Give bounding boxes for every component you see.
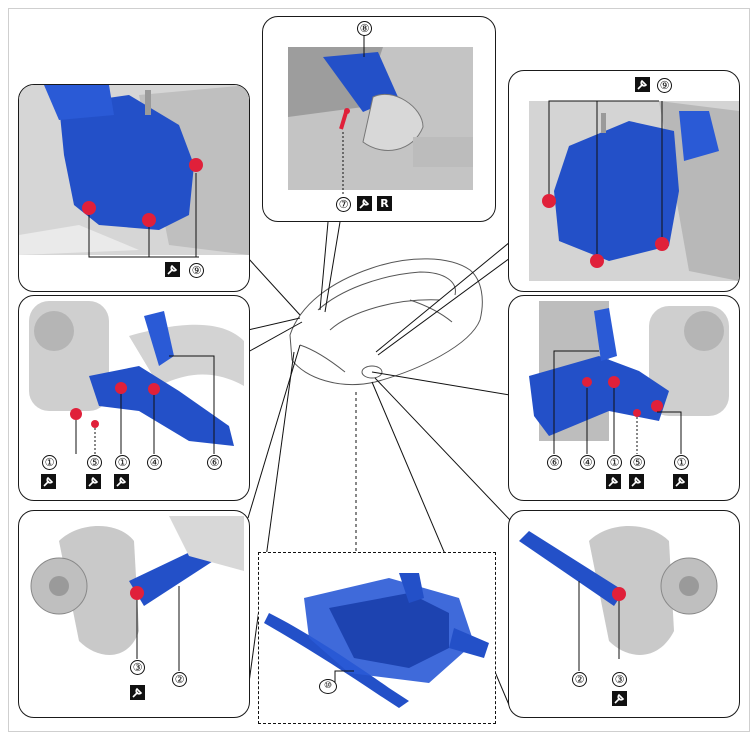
subframe-illustration <box>264 573 489 708</box>
callout-2: ② <box>572 672 587 687</box>
callout-10: ⑩ <box>319 679 337 694</box>
wrench-icon <box>114 474 129 489</box>
wrench-icon <box>130 685 145 700</box>
wrench-icon <box>673 474 688 489</box>
steering-gear-illustration <box>288 47 473 190</box>
knuckle-left-illustration <box>30 516 244 655</box>
wrench-icon <box>357 196 372 211</box>
wrench-icon <box>165 262 180 277</box>
panel-subframe: ⑩ <box>258 552 496 724</box>
callout-3: ③ <box>612 672 627 687</box>
wrench-icon <box>86 474 101 489</box>
callout-1: ① <box>674 455 689 470</box>
callout-9: ⑨ <box>189 263 204 278</box>
wrench-icon <box>612 691 627 706</box>
car-outline <box>289 258 483 386</box>
callout-4: ④ <box>147 455 162 470</box>
wrench-icon <box>41 474 56 489</box>
outer-frame <box>8 8 750 732</box>
engine-mount-left-illustration <box>19 85 249 255</box>
wrench-icon <box>606 474 621 489</box>
callout-2: ② <box>172 672 187 687</box>
wrench-icon <box>635 77 650 92</box>
panel-steering-gear: ⑧ ⑦ R <box>262 16 496 222</box>
knuckle-right-illustration <box>519 526 718 655</box>
panel-engine-mount-right: ⑨ <box>508 70 740 292</box>
callout-5: ⑤ <box>87 455 102 470</box>
callout-6: ⑥ <box>207 455 222 470</box>
callout-6: ⑥ <box>547 455 562 470</box>
panel-lower-arm-right: ⑥ ④ ① ⑤ ① <box>508 295 740 501</box>
callout-3: ③ <box>130 660 145 675</box>
lower-arm-right-illustration <box>529 301 729 441</box>
callout-9: ⑨ <box>657 78 672 93</box>
wrench-icon <box>629 474 644 489</box>
callout-1: ① <box>42 455 57 470</box>
panel-knuckle-left: ③ ② <box>18 510 250 718</box>
callout-7: ⑦ <box>336 197 351 212</box>
r-replace-icon: R <box>377 196 392 211</box>
callout-4: ④ <box>580 455 595 470</box>
engine-mount-right-illustration <box>529 101 739 281</box>
panel-knuckle-right: ② ③ <box>508 510 740 718</box>
callout-5: ⑤ <box>630 455 645 470</box>
callout-1: ① <box>115 455 130 470</box>
callout-8: ⑧ <box>357 21 372 36</box>
callout-1: ① <box>607 455 622 470</box>
panel-engine-mount-left: ⑨ <box>18 84 250 292</box>
panel-lower-arm-left: ① ⑤ ① ④ ⑥ <box>18 295 250 501</box>
